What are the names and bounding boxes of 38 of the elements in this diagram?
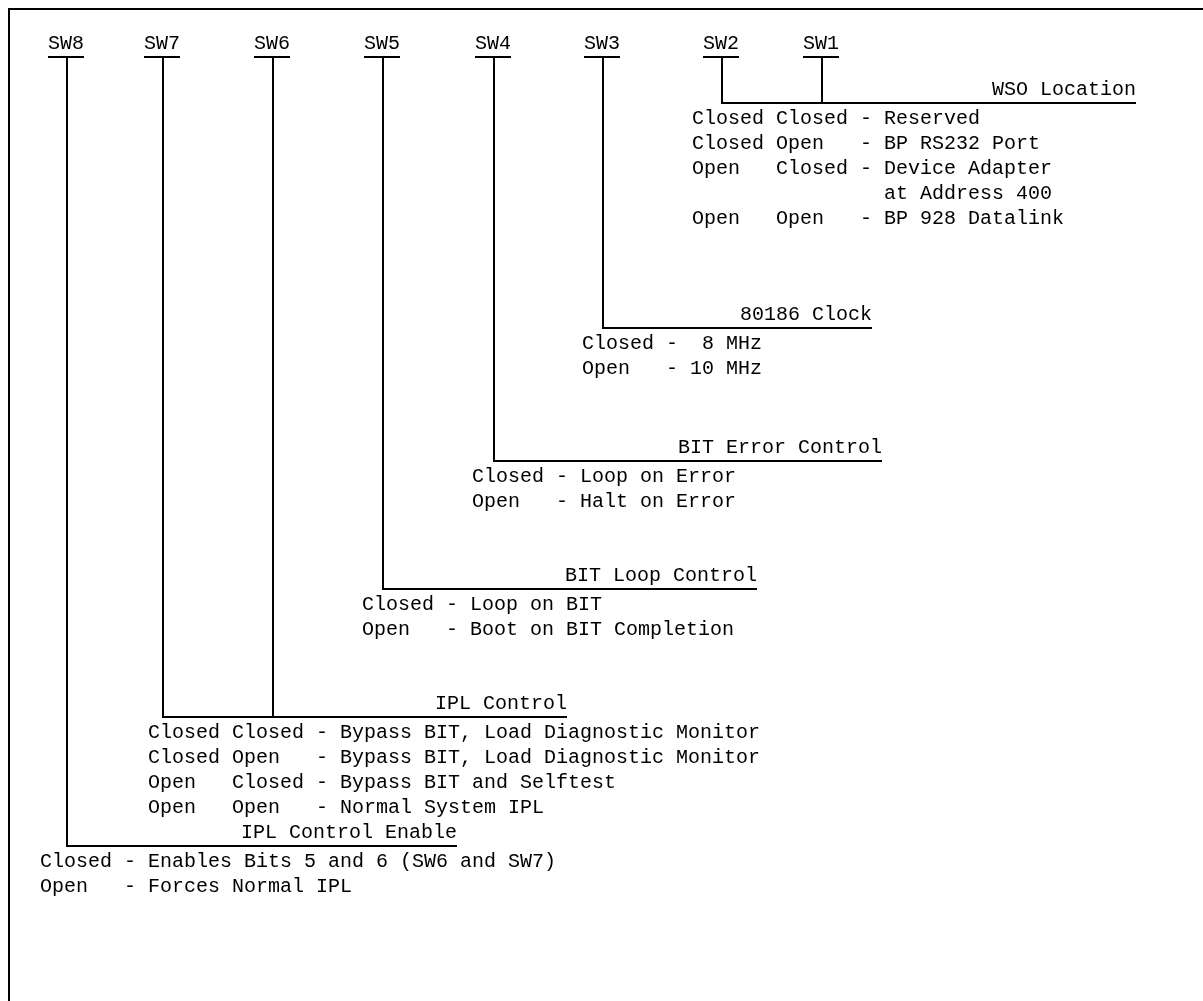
setting-row: Closed - 8 MHz [582,331,763,356]
switch-label: SW5 [364,32,400,58]
connector-line [721,57,723,105]
setting-row: Closed - Loop on Error [472,464,737,489]
connector-line [272,57,274,719]
connector-line [162,57,164,719]
switch-label: SW4 [475,32,511,58]
setting-row: Closed - Loop on BIT [362,592,603,617]
switch-label: SW2 [703,32,739,58]
setting-row: Closed - Enables Bits 5 and 6 (SW6 and SW7) [40,849,557,874]
setting-heading: IPL Control [163,692,567,718]
switch-label: SW7 [144,32,180,58]
setting-row: Open Open - Normal System IPL [148,795,545,820]
setting-row: Open - Halt on Error [472,489,737,514]
connector-line [382,57,384,591]
setting-row: Closed Open - Bypass BIT, Load Diagnostic Monitor [148,745,761,770]
setting-row: Open - Forces Normal IPL [40,874,353,899]
connector-line [821,57,823,105]
setting-row: Open - Boot on BIT Completion [362,617,735,642]
setting-row-text: Closed Open - BP RS232 Port [692,131,1042,156]
setting-row: Open Closed - Bypass BIT and Selftest [148,770,617,795]
setting-heading: WSO Location [722,78,1136,104]
connector-line [602,57,604,330]
switch-label: SW8 [48,32,84,58]
setting-row: Closed Closed - Bypass BIT, Load Diagnostic Monitor [148,720,761,745]
setting-row: Open - 10 MHz [582,356,763,381]
setting-row: Open Open - BP 928 Datalink [692,206,1065,231]
setting-row-text: Closed Closed - Reserved [692,106,982,131]
connector-line [493,57,495,463]
switch-label: SW6 [254,32,290,58]
connector-line [66,57,68,848]
switch-label: SW1 [803,32,839,58]
setting-heading: BIT Loop Control [383,564,757,590]
setting-row-text: Open Closed - Device Adapter at Address 400 [692,156,1054,206]
setting-heading: IPL Control Enable [67,821,457,847]
switch-label: SW3 [584,32,620,58]
setting-heading: 80186 Clock [603,303,872,329]
setting-heading: BIT Error Control [494,436,882,462]
